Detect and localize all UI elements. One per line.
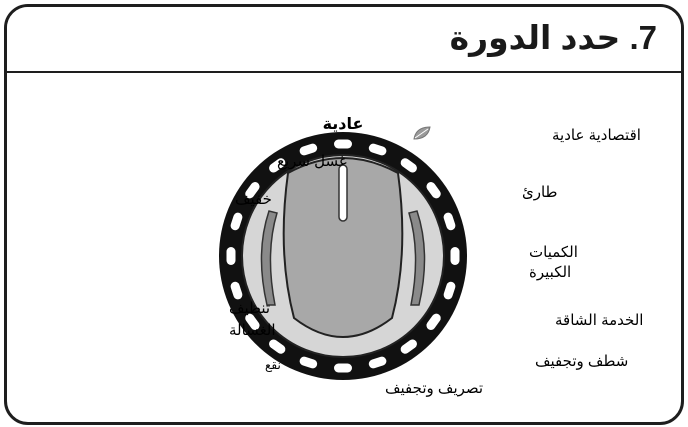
label-quick-wash: غسل سريع (277, 153, 347, 170)
dial-marker (426, 313, 441, 330)
dial-marker (368, 356, 387, 369)
label-light: خفيف (235, 191, 272, 208)
knob-right-highlight (408, 210, 426, 306)
label-rinse-spin: شطف وتجفيف (535, 353, 628, 370)
dial-marker (400, 339, 417, 354)
dial-marker (334, 139, 352, 149)
knob-left-highlight (260, 210, 278, 306)
label-tub-clean-line2: الغسالة (229, 322, 276, 339)
dial-marker (269, 339, 286, 354)
dial-markers (226, 139, 460, 373)
label-heavy-duty: الخدمة الشاقة (555, 312, 643, 329)
dial-marker (226, 247, 236, 265)
label-tub-clean-line1: تنظيف (229, 300, 270, 317)
label-bulky-line2: الكبيرة (529, 264, 571, 281)
label-emergency: طارئ (522, 184, 558, 201)
leaf-icon (413, 126, 431, 140)
dial-marker (426, 182, 441, 199)
dial-marker (443, 281, 456, 300)
knob-grip (282, 157, 404, 338)
dial-marker (230, 281, 243, 300)
dial-marker (299, 143, 318, 156)
knob-pointer (338, 164, 348, 222)
dial-marker (245, 182, 260, 199)
dial-marker (299, 356, 318, 369)
dial-marker (450, 247, 460, 265)
label-normal: عادية (323, 116, 364, 133)
label-soak: نقع (265, 358, 281, 372)
card-header: 7. حدد الدورة (7, 7, 681, 73)
dial-marker (400, 158, 417, 173)
label-bulky-line1: الكميات (529, 244, 578, 261)
dial-marker (443, 212, 456, 231)
dial-marker (368, 143, 387, 156)
dial-marker (269, 158, 286, 173)
cycle-select-card: 7. حدد الدورة عادية اقتصادية عادية غ (4, 4, 684, 425)
dial-marker (334, 363, 352, 373)
label-eco-normal: اقتصادية عادية (552, 127, 641, 144)
label-drain-spin: تصريف وتجفيف (385, 380, 483, 397)
cycle-dial-area: عادية اقتصادية عادية غسل سريع خفيف طارئ … (7, 73, 681, 422)
dial-marker (230, 212, 243, 231)
dial-marker (245, 313, 260, 330)
step-title: 7. حدد الدورة (449, 19, 657, 56)
cycle-dial-diagram: عادية اقتصادية عادية غسل سريع خفيف طارئ … (219, 116, 643, 397)
